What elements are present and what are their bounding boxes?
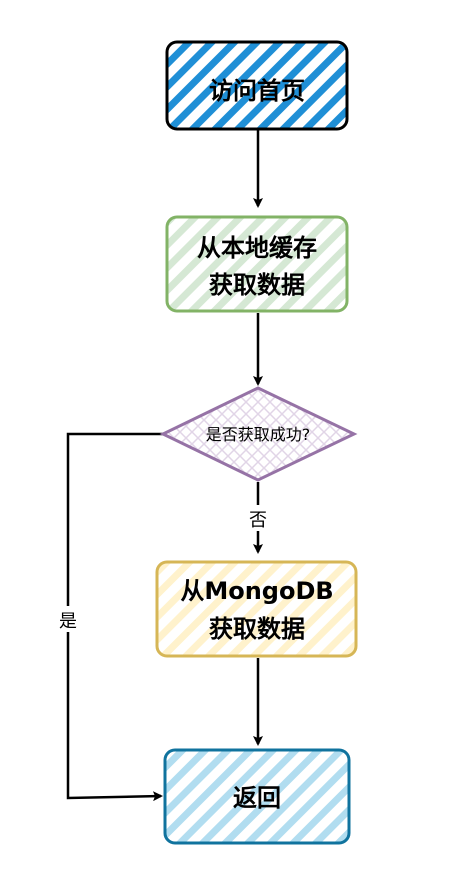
node-mongodb-line1: 从MongoDB — [180, 577, 333, 605]
node-decision: 是否获取成功? — [159, 386, 358, 482]
node-return-label: 返回 — [233, 784, 281, 812]
edge-decision-yes-to-return — [66, 432, 163, 802]
node-decision-label: 是否获取成功? — [206, 425, 311, 444]
node-visit-home-label: 访问首页 — [209, 77, 305, 105]
node-mongodb-line2: 获取数据 — [209, 615, 305, 643]
node-return: 返回 — [163, 748, 351, 845]
edge-label-no: 否 — [249, 510, 267, 531]
node-mongodb: 从MongoDB 获取数据 — [155, 560, 358, 658]
node-local-cache-line1: 从本地缓存 — [197, 234, 317, 262]
node-visit-home: 访问首页 — [165, 40, 349, 131]
node-local-cache: 从本地缓存 获取数据 — [165, 215, 349, 313]
edge-label-yes: 是 — [59, 611, 77, 632]
node-local-cache-line2: 获取数据 — [209, 271, 305, 299]
